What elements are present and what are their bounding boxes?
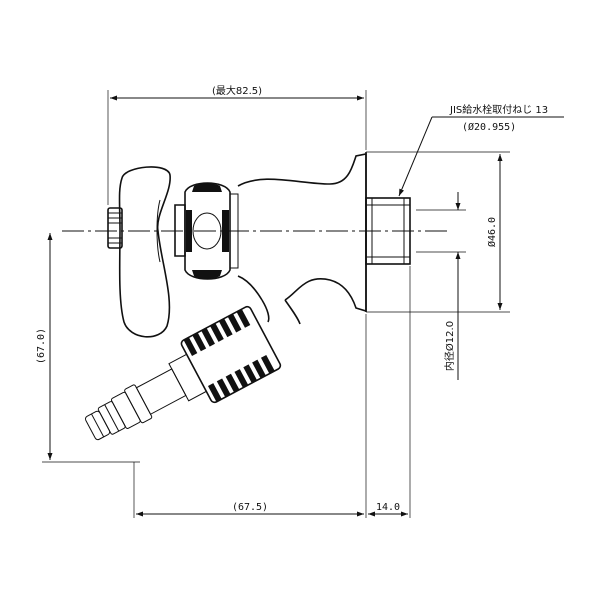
dim-bottom-thread: 14.0 <box>368 502 408 517</box>
svg-text:(Ø20.955): (Ø20.955) <box>462 121 516 133</box>
svg-text:JIS給水栓取付ねじ 13: JIS給水栓取付ねじ 13 <box>449 103 548 116</box>
outlet-thread <box>365 197 411 265</box>
dim-top-overall: (最大82.5) <box>110 84 364 101</box>
spout-assembly <box>84 305 282 441</box>
svg-text:(最大82.5): (最大82.5) <box>212 84 262 97</box>
handle-knob <box>118 166 171 338</box>
svg-text:内径Ø12.0: 内径Ø12.0 <box>443 321 456 371</box>
thread-spec-callout: JIS給水栓取付ねじ 13 (Ø20.955) <box>398 103 564 197</box>
svg-text:Ø46.0: Ø46.0 <box>486 217 498 247</box>
valve-body <box>237 152 367 313</box>
dim-left-height: (67.0) <box>36 233 53 460</box>
gland-nut <box>174 182 239 280</box>
svg-text:(67.0): (67.0) <box>36 328 47 364</box>
dim-inner-bore: 内径Ø12.0 <box>443 192 461 380</box>
stem-cap <box>107 207 123 249</box>
svg-text:14.0: 14.0 <box>376 502 400 513</box>
svg-text:(67.5): (67.5) <box>232 502 268 513</box>
dim-right-body: Ø46.0 <box>486 154 503 310</box>
dim-bottom-spout: (67.5) <box>136 502 364 517</box>
